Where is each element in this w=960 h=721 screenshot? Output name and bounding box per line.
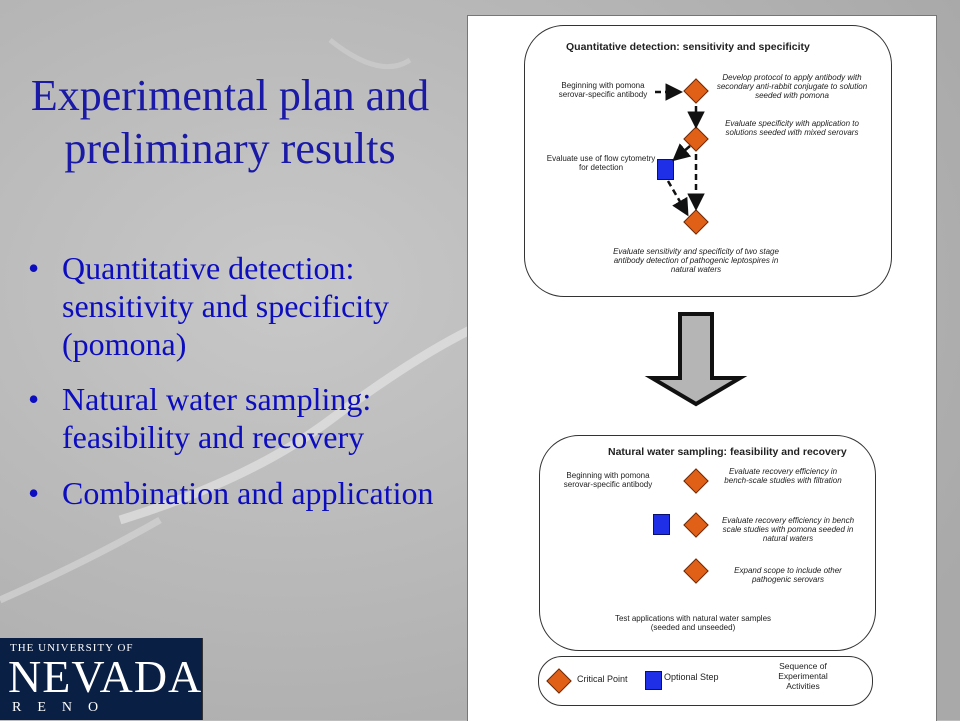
diagram1-step1-label: Develop protocol to apply antibody with … [716,73,868,101]
legend-optional-label: Optional Step [664,672,719,682]
logo-line1: THE UNIVERSITY OF [10,642,134,654]
bullet-item: •Quantitative detection: sensitivity and… [28,250,390,362]
diagram2-final-label: Test applications with natural water sam… [614,614,772,633]
diagram2-step3-label: Expand scope to include other pathogenic… [734,566,842,585]
diagram1-title: Quantitative detection: sensitivity and … [566,41,810,53]
bullet-dot-icon: • [28,474,40,511]
bullet-dot-icon: • [28,381,40,418]
university-logo: THE UNIVERSITY OF NEVADA RENO [0,638,203,720]
legend-critical-label: Critical Point [577,674,628,684]
logo-line3: RENO [12,700,115,715]
diagram1-step2-label: Evaluate specificity with application to… [725,119,859,138]
diagram-panel: Quantitative detection: sensitivity and … [467,15,937,721]
natural-water-sampling-box [539,435,876,651]
diagram1-optional-label: Evaluate use of flow cytometry for detec… [546,154,656,173]
diagram2-step1-label: Evaluate recovery efficiency in bench-sc… [724,467,842,486]
diagram1-begin-label: Beginning with pomona serovar-specific a… [558,81,648,100]
slide-title: Experimental plan and preliminary result… [30,71,430,173]
diagram2-title: Natural water sampling: feasibility and … [608,446,847,458]
optional-step-square [653,514,670,535]
quantitative-detection-box [524,25,892,297]
diagram2-step2-label: Evaluate recovery efficiency in bench sc… [721,516,855,544]
bullet-list: •Quantitative detection: sensitivity and… [28,250,448,531]
optional-step-square [657,159,674,180]
bullet-item: •Natural water sampling: feasibility and… [28,381,372,455]
diagram2-begin-label: Beginning with pomona serovar-specific a… [563,471,653,490]
bullet-item: •Combination and application [28,474,434,511]
legend-box [538,656,873,706]
legend-optional-step-icon [645,671,662,690]
legend-sequence-label: Sequence of Experimental Activities [778,661,828,691]
bullet-dot-icon: • [28,250,40,286]
diagram1-final-label: Evaluate sensitivity and specificity of … [613,247,779,275]
logo-wordmark: NEVADA [8,651,203,702]
